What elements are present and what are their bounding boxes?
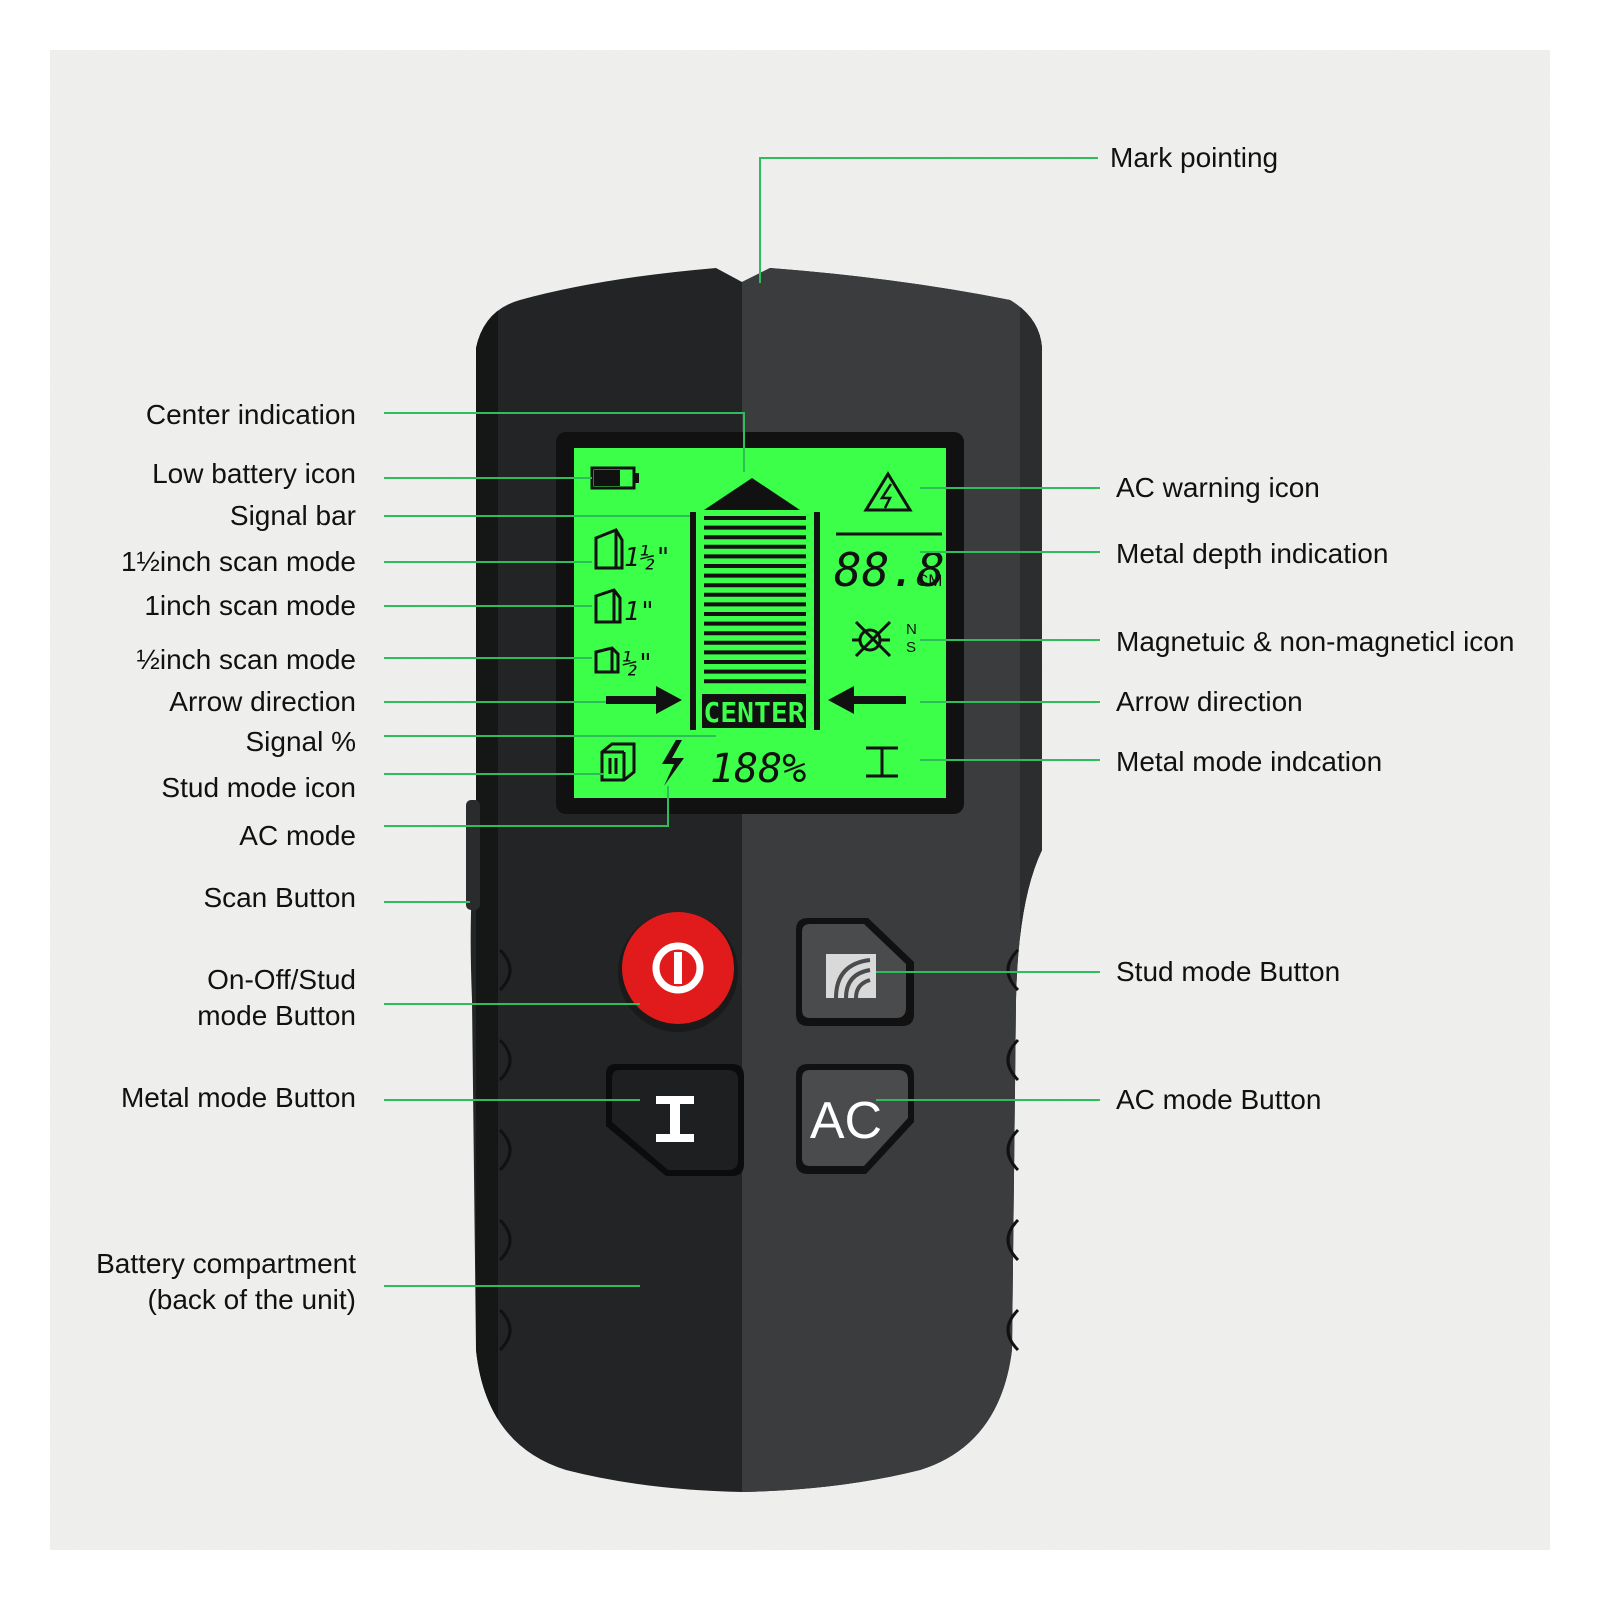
metal-mode-button[interactable] (606, 1064, 744, 1176)
leader-center-indication (384, 412, 745, 472)
magnet-n-label: N (906, 621, 917, 638)
lcd-screen: 1½" 1" ½" CENTER 88.8 CM (556, 432, 964, 814)
label-center-indication: Center indication (145, 399, 356, 430)
label-scan-button: Scan Button (203, 882, 356, 913)
arrow-left-icon (828, 686, 906, 714)
label-battery-compartment-line2: (back of the unit) (147, 1284, 356, 1315)
label-battery-compartment-line1: Battery compartment (96, 1248, 356, 1279)
label-arrow-direction-left: Arrow direction (169, 686, 356, 717)
label-on-off-stud-line1: On-Off/Stud (207, 964, 356, 995)
label-ac-mode: AC mode (239, 820, 356, 851)
lcd-fraction-1-5: 1½" (624, 543, 671, 573)
label-stud-mode-button: Stud mode Button (1116, 956, 1341, 987)
label-mark-pointing: Mark pointing (1110, 142, 1279, 173)
label-metal-mode-button: Metal mode Button (120, 1082, 356, 1113)
label-magnetic-icon: Magnetuic & non-magneticl icon (1116, 626, 1515, 657)
metal-mode-icon (866, 746, 898, 778)
lcd-fraction-0-5: ½" (622, 649, 653, 679)
label-low-battery-icon: Low battery icon (152, 458, 356, 489)
center-indication-icon (704, 478, 800, 510)
ac-button-label: AC (810, 1092, 882, 1150)
scan-mode-0-5-inch-icon (594, 646, 620, 674)
label-metal-depth-indication: Metal depth indication (1116, 538, 1389, 569)
label-arrow-direction-right: Arrow direction (1116, 686, 1303, 717)
power-button[interactable] (618, 912, 738, 1032)
metal-depth-unit: CM (916, 571, 942, 590)
leader-mark-pointing (759, 157, 1098, 283)
leader-lines (384, 157, 1100, 1287)
lcd-center-text: CENTER (703, 696, 804, 729)
label-metal-mode-indication: Metal mode indcation (1116, 746, 1383, 777)
label-scan-mode-1-inch: 1inch scan mode (144, 590, 356, 621)
scan-mode-1-5-inch-icon (594, 528, 624, 570)
signal-percent-value: 188% (710, 746, 806, 792)
stud-mode-button[interactable] (796, 918, 914, 1026)
ac-mode-icon (662, 740, 684, 786)
ac-mode-button[interactable] (796, 1064, 914, 1174)
ac-warning-icon (863, 471, 913, 512)
device-side-grip-left (476, 300, 498, 1450)
label-scan-mode-0-5-inch: ½inch scan mode (136, 644, 356, 675)
label-signal-percent: Signal % (245, 726, 356, 757)
magnetic-icon (852, 620, 892, 658)
label-scan-mode-1-5-inch: 1½inch scan mode (120, 546, 356, 577)
arrow-right-icon (606, 686, 682, 714)
label-signal-bar: Signal bar (229, 500, 356, 531)
stud-mode-icon (600, 742, 636, 782)
signal-bar (690, 478, 820, 730)
metal-beam-icon (656, 1096, 694, 1142)
side-scan-button[interactable] (466, 800, 480, 910)
magnet-s-label: S (906, 639, 916, 656)
leader-ac-mode (384, 786, 669, 827)
label-stud-mode-icon: Stud mode icon (161, 772, 356, 803)
scan-mode-1-inch-icon (594, 588, 622, 624)
grip-ridges (498, 948, 1020, 1352)
lcd-fraction-1: 1" (624, 597, 655, 627)
power-icon (652, 942, 704, 994)
label-on-off-stud-line2: mode Button (197, 1000, 356, 1031)
stud-wave-icon (826, 954, 876, 999)
label-ac-warning-icon: AC warning icon (1116, 472, 1320, 503)
label-ac-mode-button: AC mode Button (1116, 1084, 1322, 1115)
